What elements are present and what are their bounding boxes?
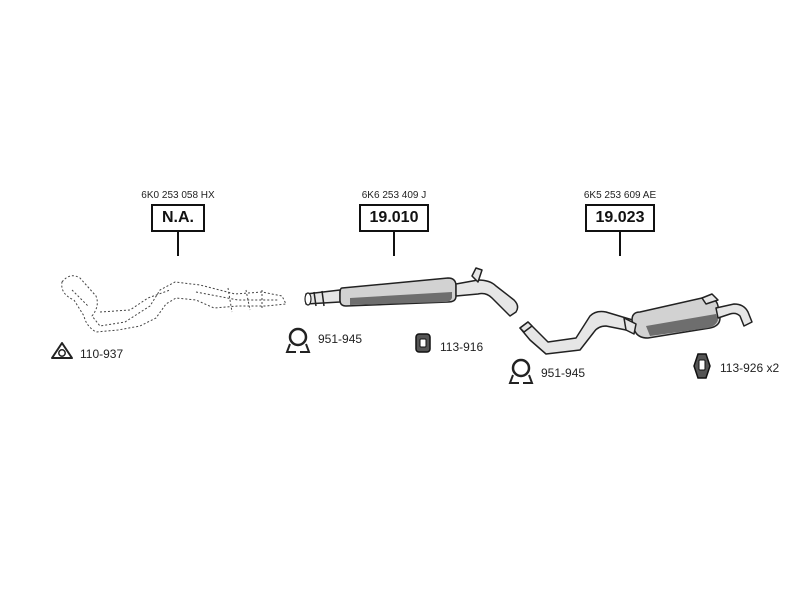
accessory-label-clamp-front: 951-945 (318, 332, 363, 346)
oe-number-front-pipe: 6K0 253 058 HX (141, 190, 215, 201)
accessory-label-rubber-hanger: 113-926 x2 (720, 361, 780, 375)
leader-line-center-muffler (393, 232, 395, 256)
oe-number-center-muffler: 6K6 253 409 J (361, 190, 427, 201)
rear-muffler-drawing[interactable] (519, 293, 753, 355)
center-muffler-drawing[interactable] (304, 267, 519, 317)
front-pipe-drawing[interactable] (61, 275, 287, 333)
leader-line-rear-muffler (619, 232, 621, 256)
clamp-icon[interactable] (285, 327, 311, 353)
rubber-hanger-icon[interactable] (693, 353, 711, 379)
part-number-box-rear-muffler[interactable]: 19.023 (585, 204, 655, 232)
rubber-mount-icon[interactable] (415, 333, 431, 353)
accessory-label-gasket: 110-937 (80, 347, 124, 361)
part-number-box-center-muffler[interactable]: 19.010 (359, 204, 429, 232)
accessory-label-rubber-mount: 113-916 (440, 340, 484, 354)
accessory-label-clamp-rear: 951-945 (541, 366, 586, 380)
gasket-icon[interactable] (51, 342, 73, 359)
clamp-icon[interactable] (508, 358, 534, 384)
leader-line-front-pipe (177, 232, 179, 256)
part-number-box-front-pipe[interactable]: N.A. (151, 204, 205, 232)
oe-number-rear-muffler: 6K5 253 609 AE (583, 190, 657, 201)
